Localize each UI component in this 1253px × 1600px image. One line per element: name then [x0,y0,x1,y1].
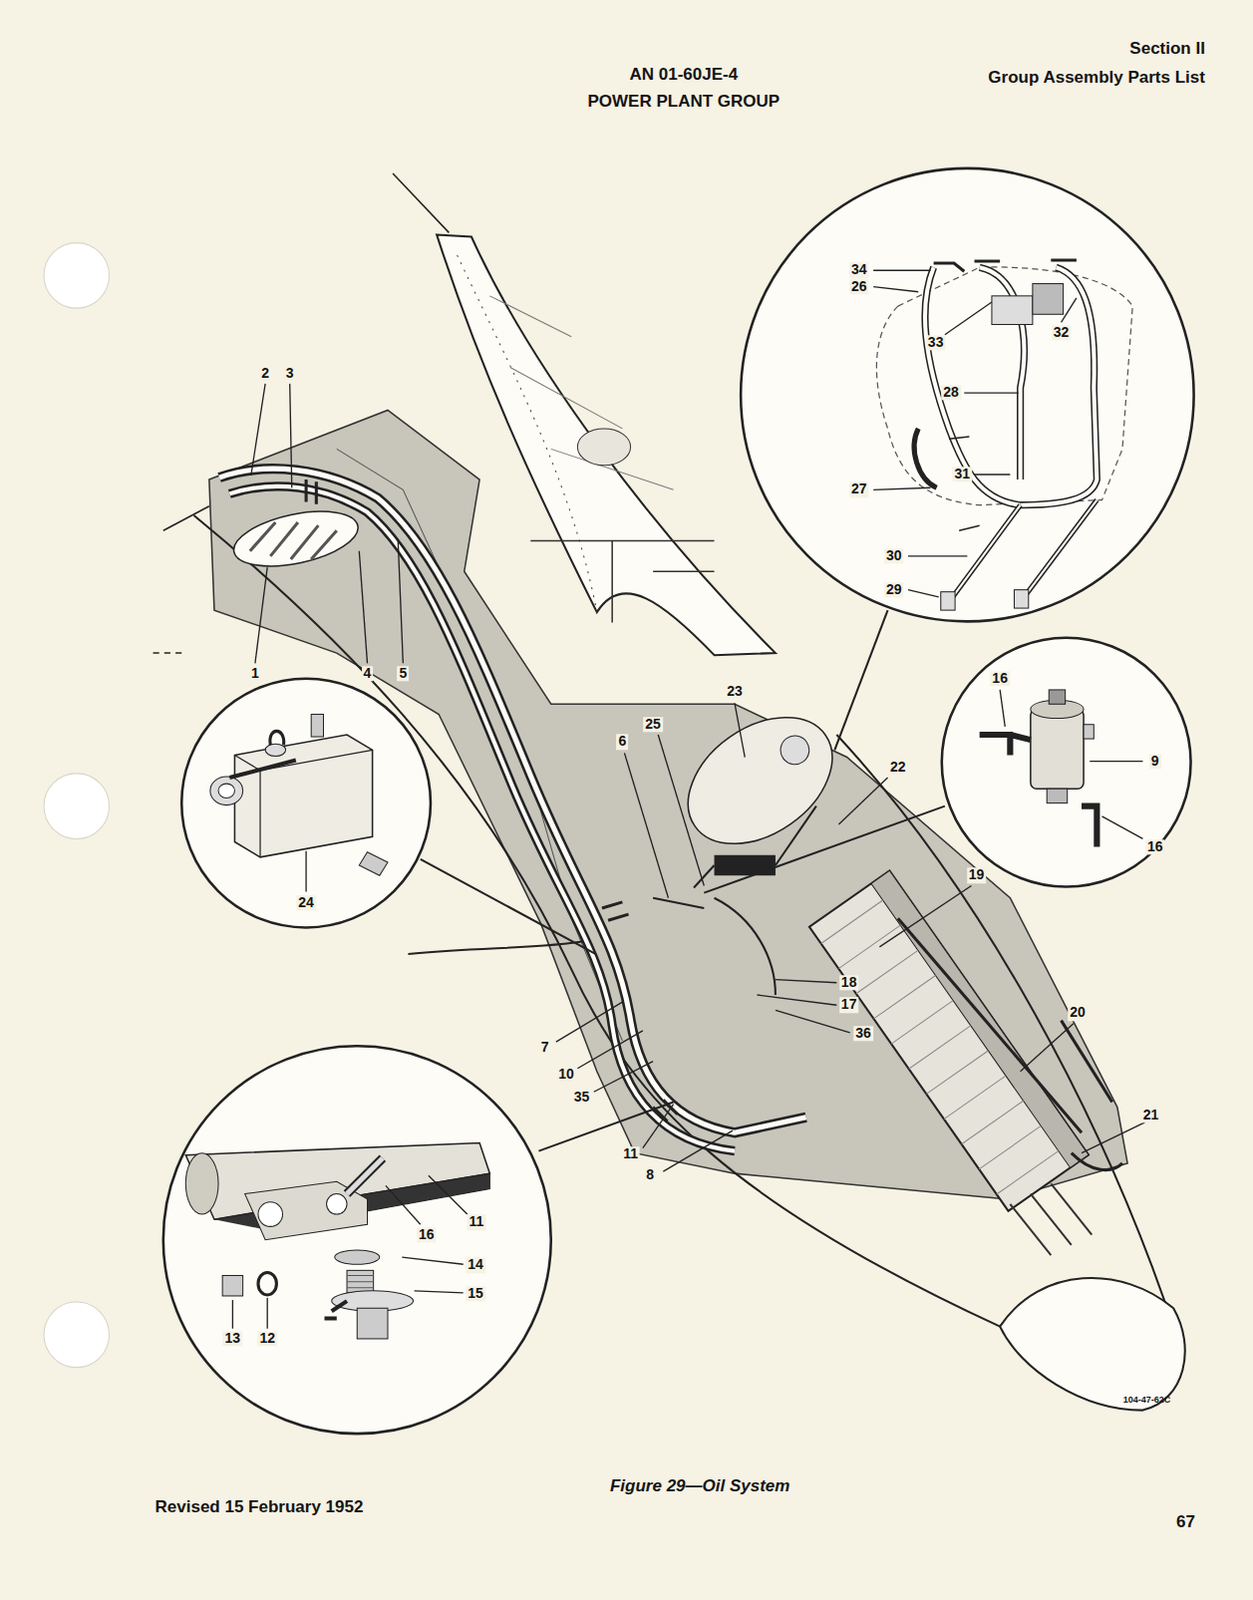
callout-number: 13 [223,1330,244,1346]
callout-number: 14 [465,1257,486,1273]
header-text: Revised 15 February 1952 [153,1498,366,1518]
callout-number: 36 [853,1025,874,1041]
callout-number: 27 [849,482,870,498]
callout-number: 7 [539,1040,552,1056]
callout-number: 24 [296,895,316,911]
drawing-number: 104-47-62C [1121,1395,1174,1406]
callout-number: 19 [966,868,987,884]
callout-number: 6 [616,733,628,749]
callout-number: 26 [849,279,870,295]
callout-number: 17 [839,997,860,1013]
callout-number: 11 [467,1215,487,1231]
callout-number: 8 [643,1168,656,1184]
callout-number: 12 [257,1330,278,1346]
callout-number: 23 [724,683,745,699]
callout-number: 22 [888,759,909,775]
callout-number: 1 [249,665,262,681]
callout-number: 16 [1145,839,1166,855]
callout-number: 16 [416,1227,437,1243]
callout-number: 20 [1067,1005,1088,1021]
callout-number: 5 [396,665,409,681]
header-text: POWER PLANT GROUP [585,92,782,112]
callout-number: 11 [621,1146,640,1162]
callout-number: 31 [951,466,972,482]
callout-number: 21 [1141,1107,1162,1123]
callout-number: 28 [940,384,961,400]
callout-number: 2 [259,365,272,381]
callout-number: 25 [642,716,663,732]
callout-number: 18 [839,974,860,990]
header-text: AN 01-60JE-4 [626,64,740,84]
header-text: Group Assembly Parts List [985,67,1208,87]
figure-caption: Figure 29—Oil System [608,1477,792,1497]
callout-number: 33 [926,334,946,350]
callout-number: 9 [1149,753,1162,769]
callout-number: 10 [556,1066,577,1082]
callout-number: 30 [884,548,905,564]
callout-number: 35 [572,1090,593,1106]
header-text: Section II [1127,39,1208,59]
header-text: 67 [1174,1513,1198,1533]
callout-number: 4 [361,665,374,681]
callout-number: 16 [989,670,1010,686]
callout-number: 32 [1051,324,1072,340]
callout-number: 29 [884,582,905,598]
callout-number: 34 [849,263,870,279]
callout-number: 15 [465,1285,486,1301]
callout-number: 3 [284,365,297,381]
